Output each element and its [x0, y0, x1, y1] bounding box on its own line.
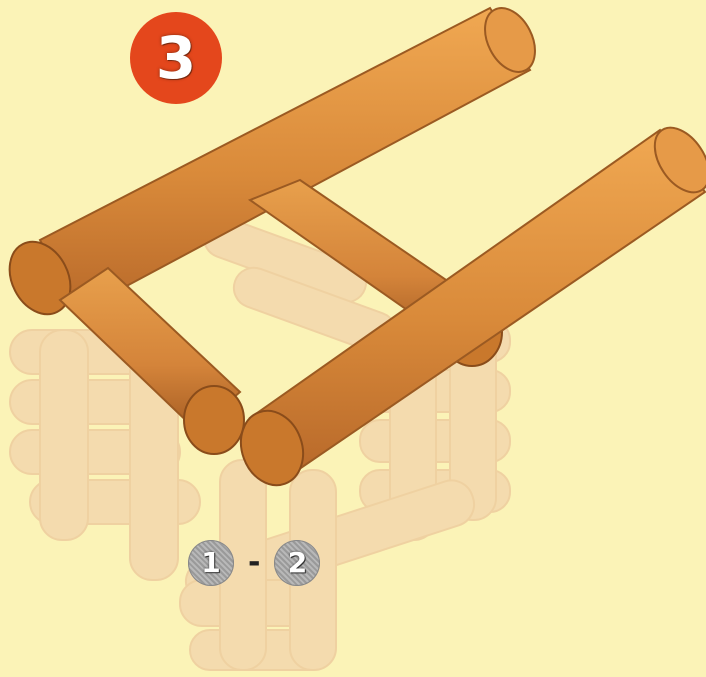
step-number-badge: 3 [130, 12, 222, 104]
step-ref-from: 1 [201, 549, 220, 577]
previous-steps-reference: 1 - 2 [188, 540, 320, 586]
step-ref-to: 2 [288, 549, 307, 577]
step-ref-badge-from: 1 [188, 540, 234, 586]
step-number: 3 [156, 29, 196, 87]
step-ref-badge-to: 2 [274, 540, 320, 586]
step-range-separator: - [248, 548, 260, 578]
